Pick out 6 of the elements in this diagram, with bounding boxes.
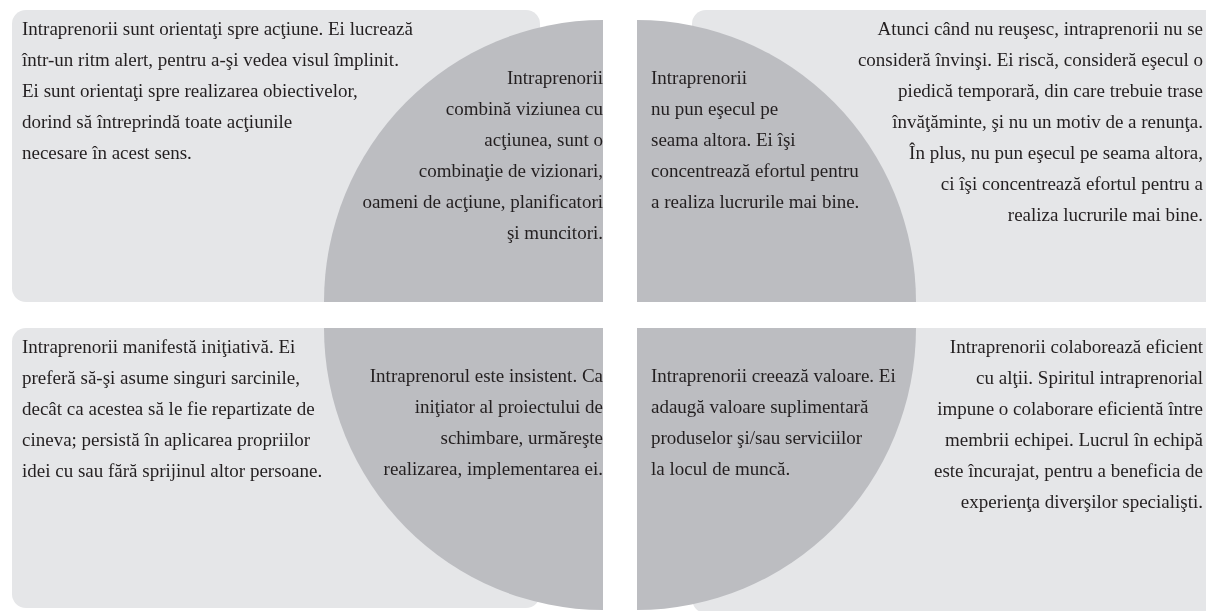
quarter-text: Intraprenorii creează valoare. Ei adaugă valoare suplimentară produselor şi/sau serviciilor la locul de muncă.: [651, 365, 896, 479]
panel-text: Intraprenorii manifestă iniţiativă. Ei preferă să-şi asume singuri sarcinile, decât ca acestea să le fie repartizate de cineva; persistă în aplicarea propriilor idei cu sau fără sprijinul altor persoane.: [22, 336, 323, 481]
panel-text: Intraprenorii colaborează eficient cu alţii. Spiritul intraprenorial impune o colaborare eficientă între membrii echipei. Lucrul în echipă este încurajat, pentru a beneficia de experienţa diverşilor specialişti.: [933, 336, 1203, 512]
quarter-text: Intraprenorii nu pun eşecul pe seama altora. Ei îşi concentrează efortul pentru a realiza lucrurile mai bine.: [651, 67, 860, 212]
quarter-text: Intraprenorul este insistent. Ca iniţiator al proiectului de schimbare, urmăreşte realizarea, implementarea ei.: [369, 365, 603, 479]
panel-text: Atunci când nu reuşesc, intraprenorii nu se consideră învinşi. Ei riscă, consideră eşecul o piedică temporară, din care trebuie trase învăţăminte, şi nu un motiv de a renunţa. În plus, nu pun eşecul pe seama altora, ci îşi concentrează efortul pentru a realiza lucrurile mai bine.: [857, 18, 1203, 225]
